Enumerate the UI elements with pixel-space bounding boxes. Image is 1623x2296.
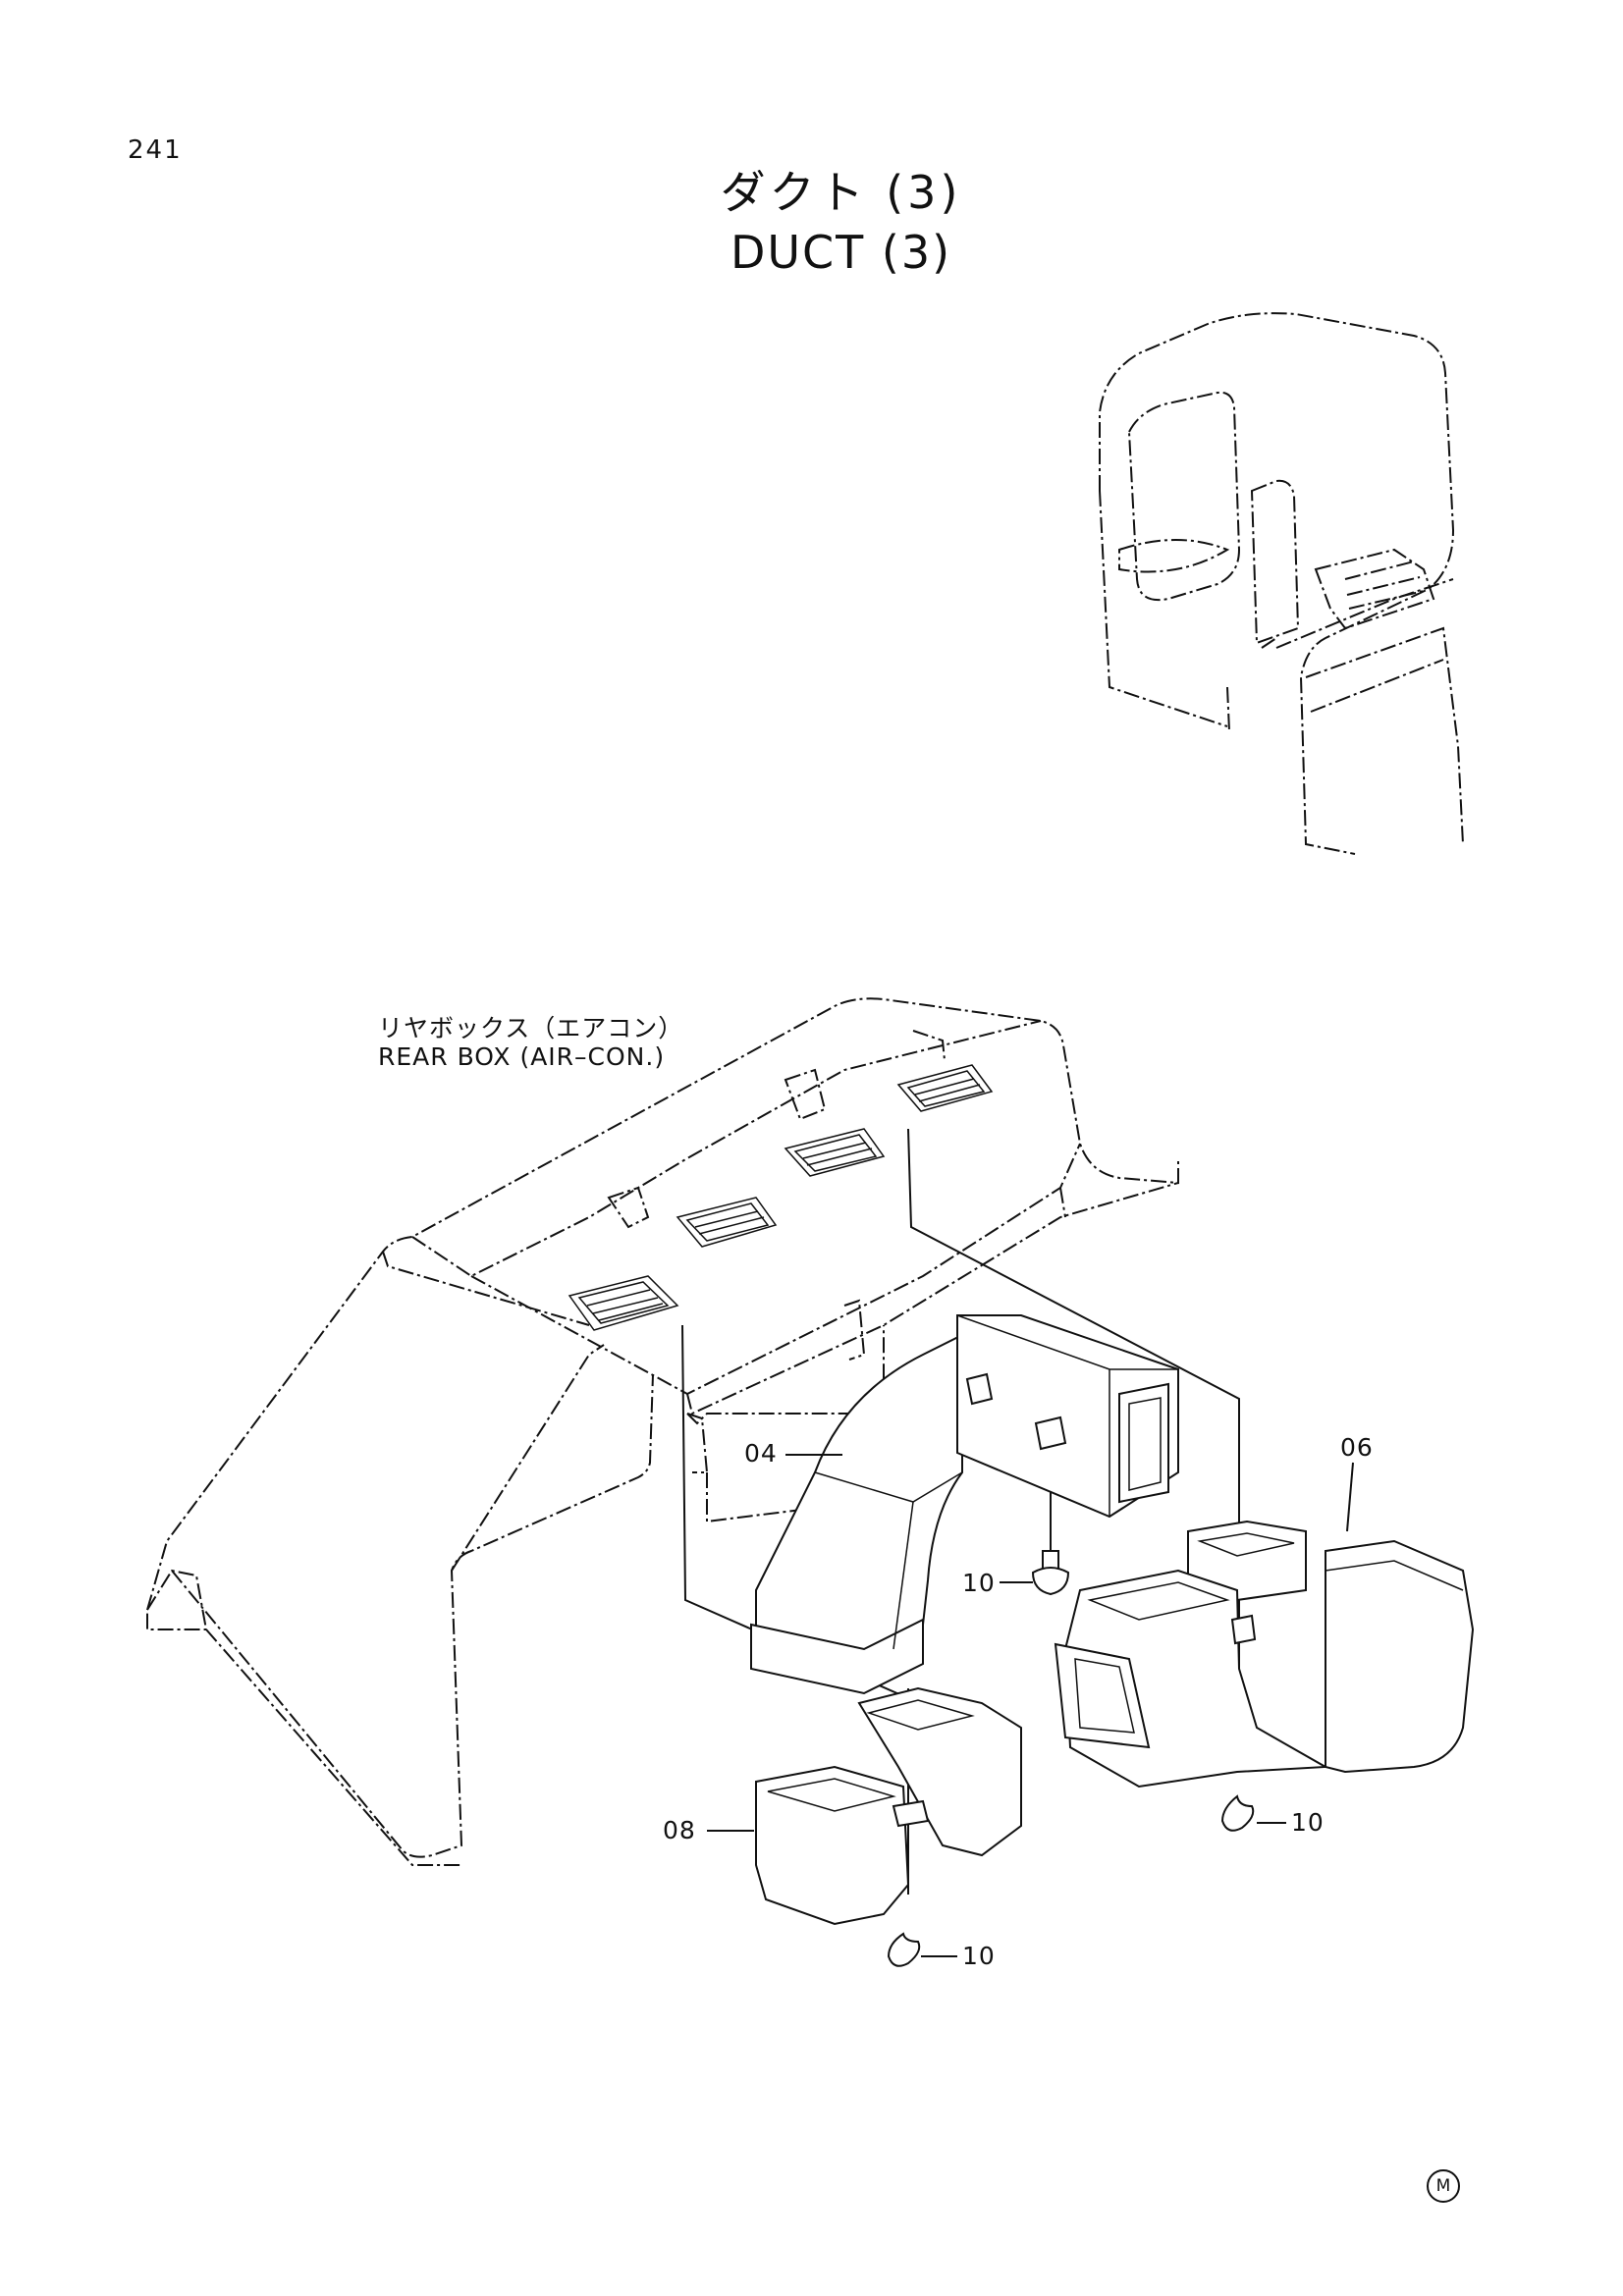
duct-04-drawing bbox=[750, 1314, 1179, 1695]
bolt-10-drawing bbox=[1031, 1492, 1070, 1596]
callout-part-10-a: 10 bbox=[962, 1569, 996, 1597]
footer-mark: M bbox=[1427, 2169, 1460, 2203]
cab-location-inset bbox=[1099, 312, 1464, 855]
rear-box-label-en: REAR BOX (AIR–CON.) bbox=[378, 1042, 666, 1071]
callout-part-10-c: 10 bbox=[962, 1942, 996, 1970]
callout-part-04: 04 bbox=[744, 1439, 778, 1468]
page-number: 241 bbox=[128, 135, 183, 165]
title-japanese: ダクト (3) bbox=[720, 166, 962, 219]
title-english: DUCT (3) bbox=[730, 226, 952, 279]
duct-08-drawing bbox=[755, 1686, 1022, 1967]
callout-part-06: 06 bbox=[1340, 1433, 1374, 1462]
rear-box-label-jp: リヤボックス（エアコン） bbox=[378, 1014, 684, 1042]
callout-part-10-b: 10 bbox=[1291, 1808, 1325, 1837]
rear-box-outline bbox=[146, 997, 1179, 1866]
page-title: ダクト (3) DUCT (3) bbox=[0, 157, 1623, 279]
duct-06-drawing bbox=[1054, 1520, 1475, 1832]
callout-part-08: 08 bbox=[663, 1816, 696, 1844]
